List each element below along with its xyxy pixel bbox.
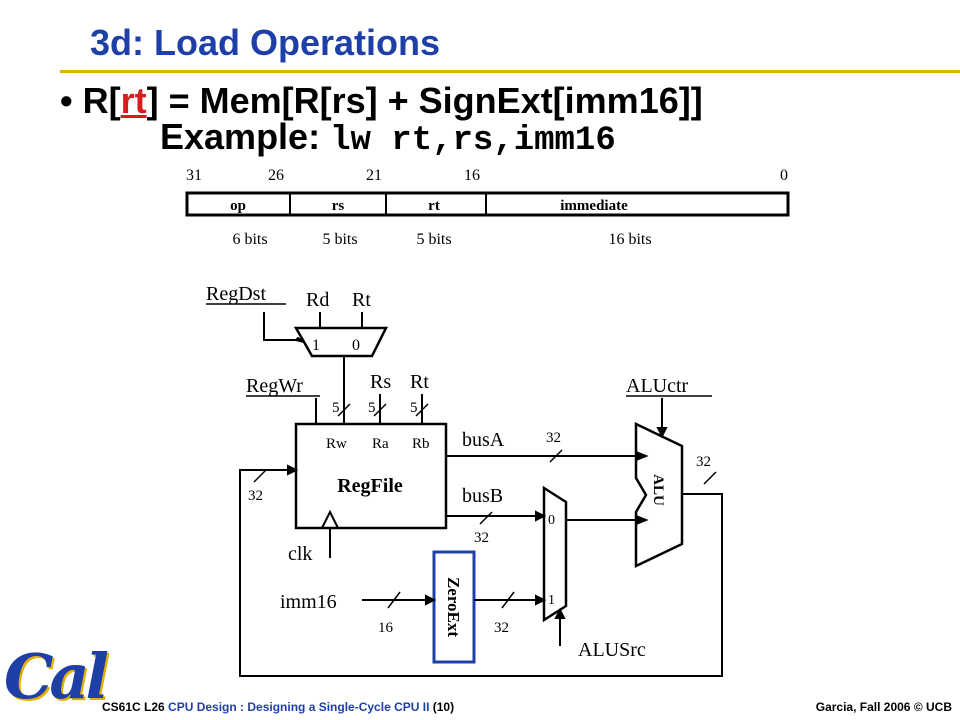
busa-arrow (635, 450, 649, 462)
regdst-mux (293, 326, 389, 358)
bit-21: 21 (366, 167, 382, 184)
rw-label: Rw (326, 436, 347, 452)
busb-label: busB (462, 485, 503, 507)
mux-in1: 1 (312, 337, 320, 354)
footer-course: CS61C L26 (102, 700, 169, 714)
footer: CS61C L26 CPU Design : Designing a Singl… (102, 700, 454, 714)
alu-label: ALU (650, 474, 666, 506)
rt-label: Rt (410, 371, 429, 393)
ra-label: Ra (372, 436, 389, 452)
cal-logo: Cal (4, 640, 109, 713)
example-label: Example: (160, 116, 331, 157)
slide-title: 3d: Load Operations (90, 22, 441, 63)
rt-top-label: Rt (352, 289, 371, 311)
regwr-label: RegWr (246, 375, 303, 397)
alusrc-label: ALUSrc (578, 639, 646, 661)
slash-rt (415, 403, 429, 417)
regdst-label: RegDst (206, 283, 266, 305)
equation: • R[rt] = Mem[R[rs] + SignExt[imm16]] (60, 80, 703, 122)
footer-topic: CPU Design : Designing a Single-Cycle CP… (168, 700, 430, 714)
w32-feedback: 32 (248, 488, 263, 504)
busb-arrow (535, 510, 547, 522)
zeroext-arrow (535, 594, 547, 606)
regfile-label: RegFile (337, 475, 403, 497)
mux-0: 0 (548, 513, 555, 528)
bit-31: 31 (186, 167, 202, 184)
mux-1: 1 (548, 593, 555, 608)
instruction-format: 31 26 21 16 0 op rs rt immediate 6 bits … (185, 167, 790, 248)
footer-page: (10) (429, 700, 455, 714)
w16-imm: 16 (378, 620, 394, 636)
example-code: lw rt,rs,imm16 (330, 122, 616, 160)
bullet: • (60, 80, 83, 121)
clk-label: clk (288, 543, 312, 565)
aluctr-arrow (656, 427, 668, 439)
equation-prefix: R[ (82, 80, 121, 121)
width-rs: 5 bits (322, 231, 357, 248)
clock-triangle (321, 509, 339, 529)
rs-label: Rs (370, 371, 391, 393)
field-immediate: immediate (560, 198, 628, 214)
zeroext-box (432, 550, 476, 664)
slash-busb (479, 511, 493, 525)
rb-label: Rb (412, 436, 430, 452)
aluctr-label: ALUctr (626, 375, 689, 397)
imm16-arrow (425, 594, 437, 606)
regdst-wire (263, 312, 296, 341)
example: Example: lw rt,rs,imm16 (160, 116, 616, 160)
w32-zeroext: 32 (494, 620, 509, 636)
w5-rs: 5 (368, 400, 376, 416)
w32-busa: 32 (546, 430, 561, 446)
w5-rw: 5 (332, 400, 340, 416)
bit-16: 16 (464, 167, 480, 184)
slash-imm16 (387, 591, 401, 609)
field-op: op (230, 198, 246, 214)
width-imm: 16 bits (608, 231, 651, 248)
bit-26: 26 (268, 167, 284, 184)
feedback-arrow (287, 464, 299, 476)
field-rs: rs (332, 198, 345, 214)
slash-rw (337, 403, 351, 417)
busa-label: busA (462, 429, 505, 451)
zeroext-label: ZeroExt (444, 577, 463, 637)
alu-feedback-wire (239, 469, 723, 677)
slash-feedback (253, 469, 267, 483)
slash-busa (549, 449, 563, 463)
width-op: 6 bits (232, 231, 267, 248)
equation-rt: rt (120, 80, 147, 121)
field-rt: rt (428, 198, 440, 214)
alusrc-mux (542, 485, 568, 623)
equation-rest: ] = Mem[R[rs] + SignExt[imm16]] (146, 80, 703, 121)
format-box (185, 191, 790, 217)
slash-zeroext (501, 591, 515, 609)
alu-shape (634, 422, 684, 568)
imm16-label: imm16 (280, 591, 337, 613)
mux-in0: 0 (352, 337, 360, 354)
w32-busb: 32 (474, 530, 489, 546)
title-rule (60, 70, 960, 73)
rd-label: Rd (306, 289, 329, 311)
slash-rs (373, 403, 387, 417)
w5-rt: 5 (410, 400, 418, 416)
slash-aluout (703, 471, 717, 485)
width-rt: 5 bits (416, 231, 451, 248)
footer-credit: Garcia, Fall 2006 © UCB (815, 700, 952, 714)
bit-0: 0 (780, 167, 788, 184)
regfile-box (294, 422, 448, 530)
mux-alu-arrow (635, 514, 649, 526)
alusrc-arrow (554, 607, 566, 619)
w32-aluout: 32 (696, 454, 711, 470)
